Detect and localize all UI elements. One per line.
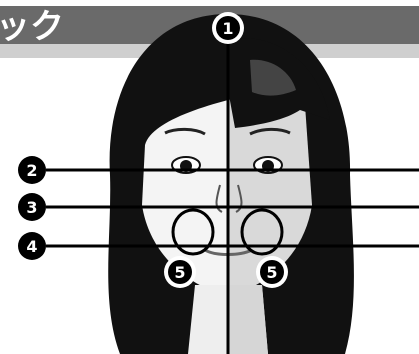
svg-text:5: 5 <box>174 263 185 282</box>
badge-eye-line: 2 <box>18 156 46 184</box>
badge-cheek-left: 5 <box>164 256 196 288</box>
header-title: ック <box>0 7 64 47</box>
badge-mouth-line: 4 <box>18 232 46 260</box>
svg-text:1: 1 <box>222 19 233 38</box>
svg-text:5: 5 <box>266 263 277 282</box>
svg-text:2: 2 <box>26 161 37 180</box>
badge-center-line: 1 <box>212 12 244 44</box>
svg-text:4: 4 <box>26 237 37 256</box>
badge-nose-line: 3 <box>18 193 46 221</box>
svg-text:3: 3 <box>26 198 37 217</box>
badge-cheek-right: 5 <box>256 256 288 288</box>
